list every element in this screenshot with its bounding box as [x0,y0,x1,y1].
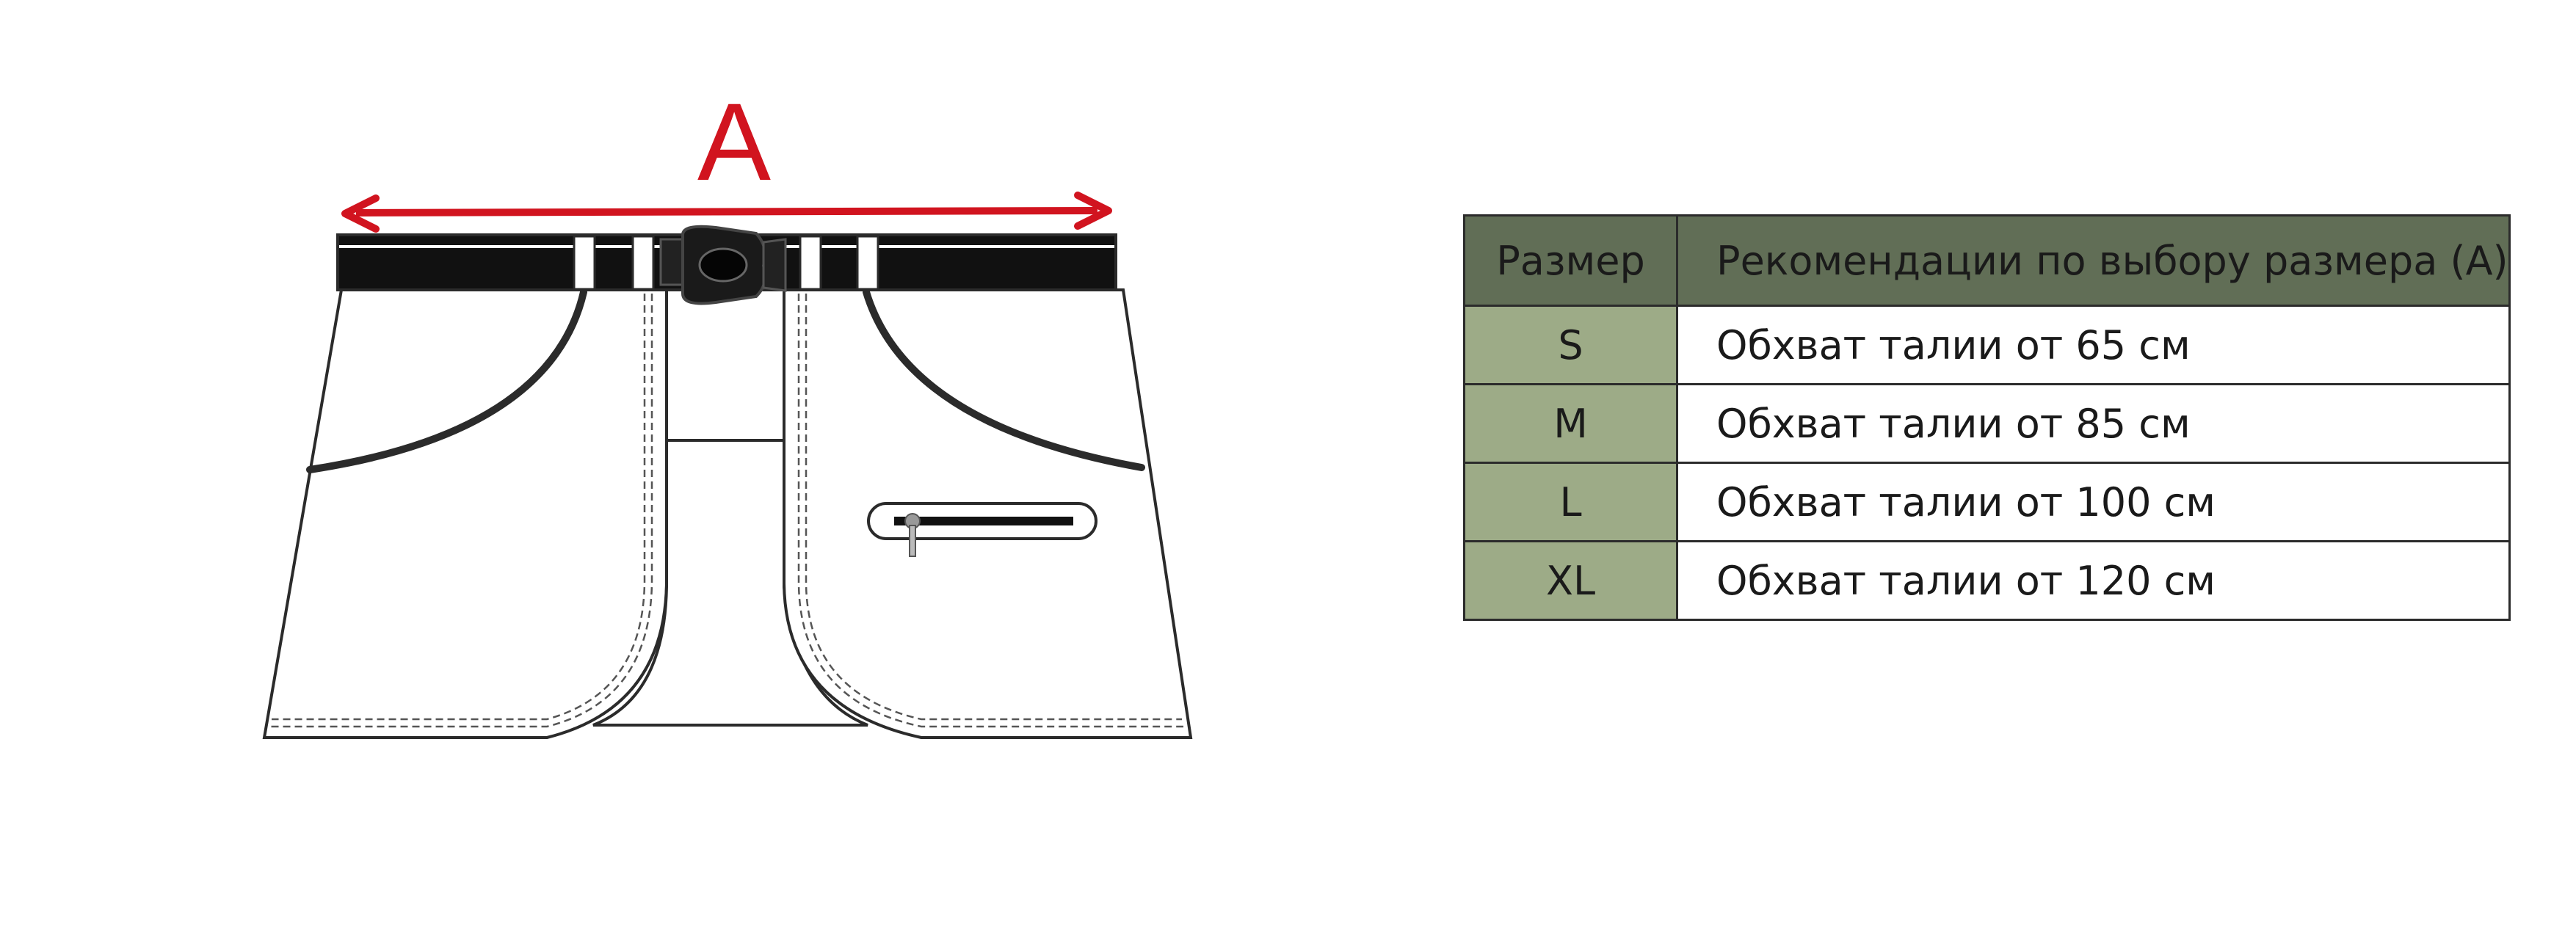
pocket-openings [306,288,1145,473]
measure-label-a: A [697,80,771,203]
header-recommendation: Рекомендации по выбору размера (А) [1676,214,2511,307]
stitch-lines [270,294,1183,728]
waist-measure-arrow [341,192,1112,233]
belt-loop [631,235,655,291]
buckle-icon [659,225,787,305]
table-row: M Обхват талии от 85 см [1463,383,2511,464]
header-size: Размер [1463,214,1678,307]
size-cell: L [1463,462,1678,542]
recommendation-cell: Обхват талии от 85 см [1676,383,2511,464]
table-row: XL Обхват талии от 120 см [1463,540,2511,621]
recommendation-cell: Обхват талии от 100 см [1676,462,2511,542]
belt-loop [799,235,822,291]
zip-pocket [867,502,1097,557]
size-cell: S [1463,305,1678,385]
belt-loop [856,235,879,291]
size-cell: M [1463,383,1678,464]
size-chart-table: Размер Рекомендации по выбору размера (А… [1463,214,2511,621]
belt-loop [573,235,596,291]
table-header-row: Размер Рекомендации по выбору размера (А… [1463,214,2511,307]
shorts-diagram: A [262,80,1193,739]
recommendation-cell: Обхват талии от 120 см [1676,540,2511,621]
table-row: L Обхват талии от 100 см [1463,462,2511,542]
recommendation-cell: Обхват талии от 65 см [1676,305,2511,385]
left-leg-panel [262,288,668,739]
size-cell: XL [1463,540,1678,621]
table-row: S Обхват талии от 65 см [1463,305,2511,385]
